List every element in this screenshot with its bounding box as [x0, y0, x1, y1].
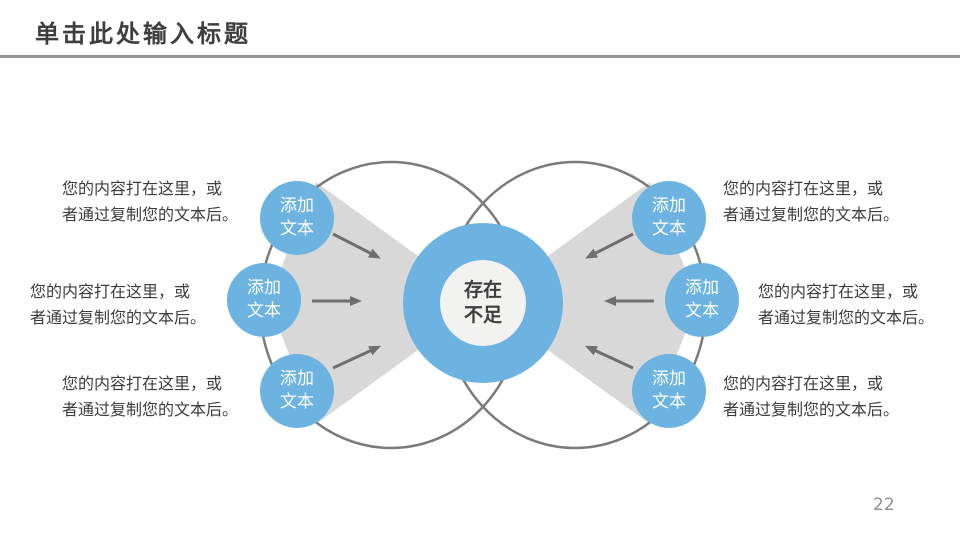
description-line: 您的内容打在这里，或 [723, 374, 884, 393]
add-text-node-right-bottom[interactable]: 添加 文本 [632, 354, 706, 428]
description-line: 者通过复制您的文本后。 [30, 308, 207, 327]
add-text-node-right-top[interactable]: 添加 文本 [632, 181, 706, 255]
description-line: 者通过复制您的文本后。 [723, 205, 900, 224]
center-topic-label-line1: 存在 [463, 279, 502, 301]
add-text-node-left-middle[interactable]: 添加 文本 [227, 263, 301, 337]
title-divider-line [0, 55, 960, 58]
node-label-line1: 添加 [652, 369, 686, 389]
center-topic-label-line2: 不足 [463, 304, 502, 326]
description-line: 者通过复制您的文本后。 [62, 400, 239, 419]
node-label-line2: 文本 [280, 392, 314, 412]
page-number: 22 [873, 495, 895, 515]
arrow-left-top-icon [332, 232, 381, 259]
description-left-bottom[interactable]: 您的内容打在这里，或 者通过复制您的文本后。 [62, 371, 238, 423]
node-label-line2: 文本 [652, 219, 686, 239]
description-right-bottom[interactable]: 您的内容打在这里，或 者通过复制您的文本后。 [723, 371, 899, 423]
description-line: 您的内容打在这里，或 [758, 282, 919, 301]
description-line: 者通过复制您的文本后。 [758, 308, 935, 327]
description-line: 您的内容打在这里，或 [62, 374, 223, 393]
description-right-top[interactable]: 您的内容打在这里，或 者通过复制您的文本后。 [723, 176, 899, 228]
description-left-top[interactable]: 您的内容打在这里，或 者通过复制您的文本后。 [62, 176, 238, 228]
description-line: 您的内容打在这里，或 [30, 282, 191, 301]
node-label-line1: 添加 [685, 278, 719, 298]
node-label-line2: 文本 [247, 301, 281, 321]
add-text-node-left-top[interactable]: 添加 文本 [260, 181, 334, 255]
slide-title-placeholder[interactable]: 单击此处输入标题 [35, 20, 251, 48]
description-line: 您的内容打在这里，或 [62, 179, 223, 198]
center-topic-inner-circle: 存在 不足 [440, 260, 526, 346]
arrow-right-top-icon [585, 232, 634, 259]
arrow-left-bottom-icon [332, 345, 382, 370]
description-line: 您的内容打在这里，或 [723, 179, 884, 198]
description-line: 者通过复制您的文本后。 [723, 400, 900, 419]
center-topic-circle[interactable]: 存在 不足 [403, 223, 563, 383]
add-text-node-right-middle[interactable]: 添加 文本 [665, 263, 739, 337]
node-label-line1: 添加 [652, 196, 686, 216]
add-text-node-left-bottom[interactable]: 添加 文本 [260, 354, 334, 428]
node-label-line1: 添加 [280, 196, 314, 216]
arrow-right-bottom-icon [584, 345, 634, 370]
node-label-line1: 添加 [247, 278, 281, 298]
node-label-line2: 文本 [685, 301, 719, 321]
description-left-middle[interactable]: 您的内容打在这里，或 者通过复制您的文本后。 [30, 279, 206, 331]
description-right-middle[interactable]: 您的内容打在这里，或 者通过复制您的文本后。 [758, 279, 934, 331]
node-label-line1: 添加 [280, 369, 314, 389]
node-label-line2: 文本 [652, 392, 686, 412]
node-label-line2: 文本 [280, 219, 314, 239]
description-line: 者通过复制您的文本后。 [62, 205, 239, 224]
